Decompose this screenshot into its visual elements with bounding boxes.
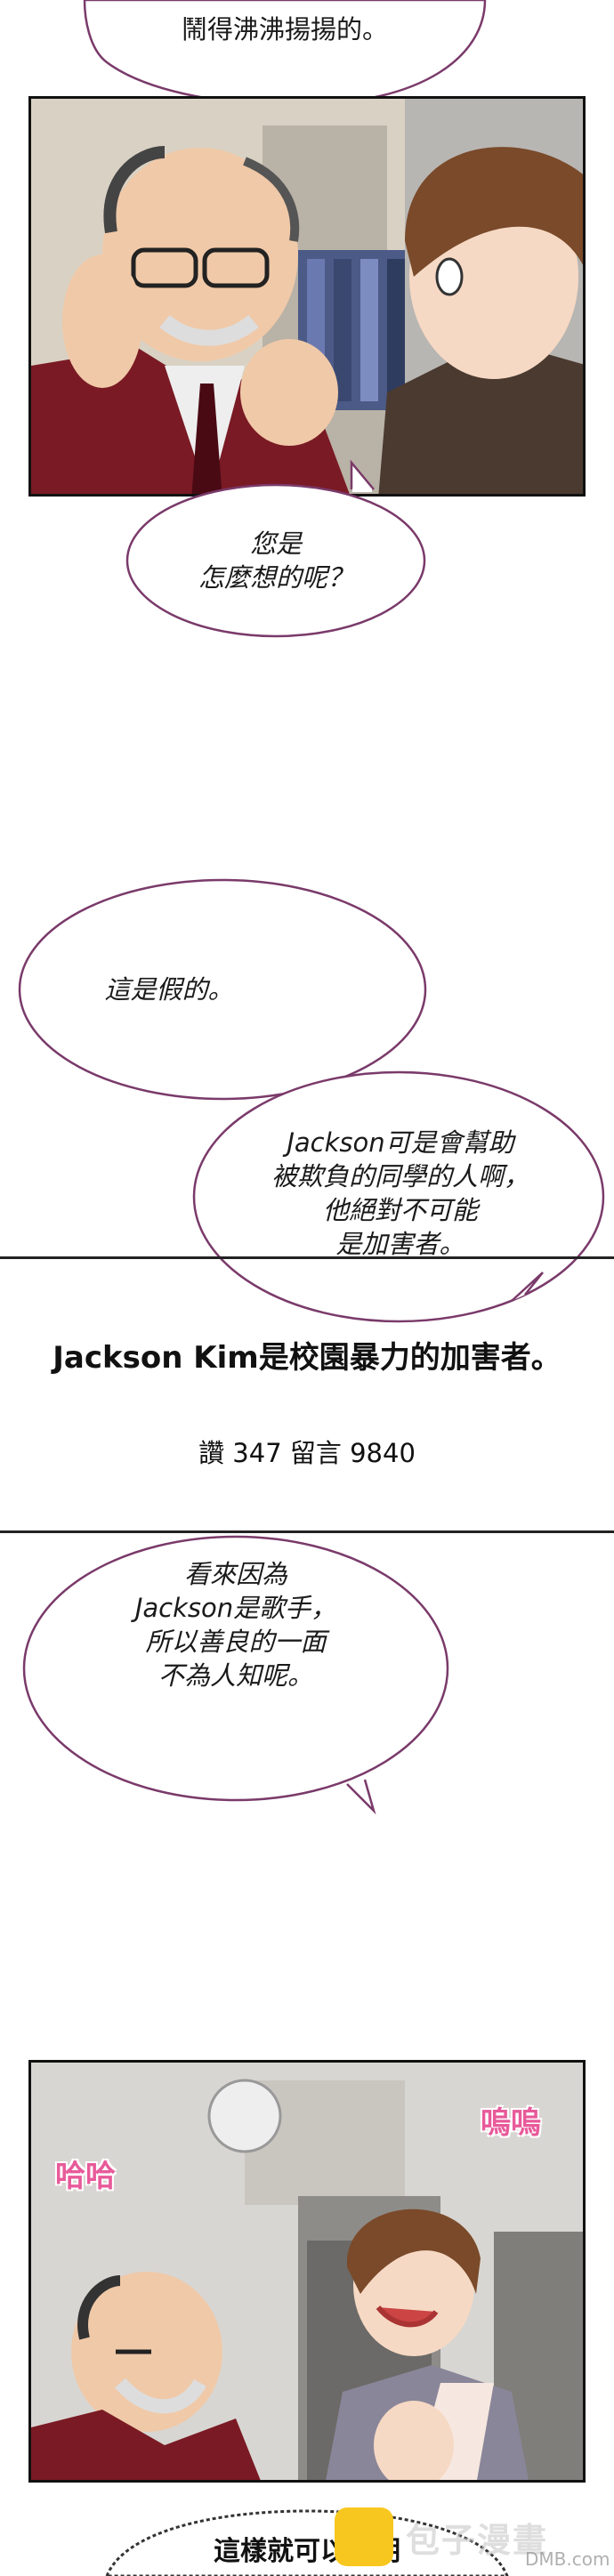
- news-divider-top: [0, 1256, 614, 1259]
- watermark-brand: 包子漫畫: [406, 2521, 549, 2560]
- watermark-logo-icon: [335, 2507, 393, 2566]
- panel-1-art: [31, 99, 583, 494]
- bubble-0-text: 鬧得沸沸揚揚的。: [181, 14, 388, 44]
- news-stats: 讚 347 留言 9840: [198, 1438, 416, 1468]
- sfx-haha: 哈哈: [55, 2159, 116, 2194]
- sfx-wuwu: 嗚嗚: [481, 2105, 541, 2141]
- watermark-site: DMB.com: [525, 2548, 610, 2570]
- bubble-3-text: Jackson可是會幫助 被欺負的同學的人啊， 他絕對不可能 是加害者。: [271, 1127, 529, 1259]
- panel-laughing: [28, 2060, 586, 2483]
- panel-2-art: [31, 2063, 583, 2480]
- bubble-2-text: 這是假的。: [104, 974, 234, 1005]
- bubble-4-text: 看來因為 Jackson是歌手， 所以善良的一面 不為人知呢。: [134, 1559, 337, 1691]
- news-divider-bottom: [0, 1530, 614, 1533]
- bubble-1-text: 您是 怎麼想的呢？: [198, 529, 353, 593]
- news-headline: Jackson Kim是校園暴力的加害者。: [53, 1340, 561, 1376]
